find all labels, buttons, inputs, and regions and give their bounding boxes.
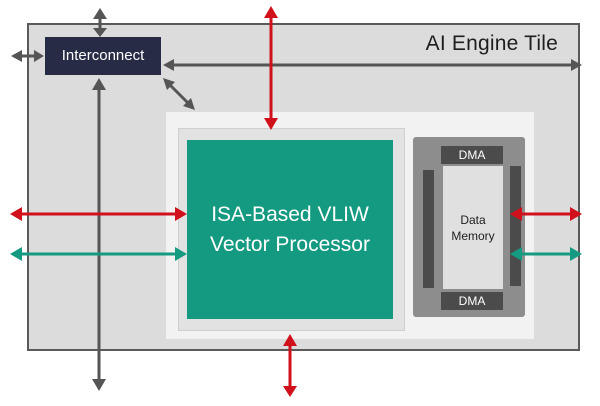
interconnect-block: Interconnect: [45, 37, 161, 75]
processor-label-line-2: Vector Processor: [210, 232, 370, 256]
memory-label-line-1: Data: [460, 212, 486, 227]
dma-bottom-block: DMA: [441, 292, 503, 310]
memory-label-line-2: Memory: [451, 228, 495, 243]
tile-title: AI Engine Tile: [425, 32, 558, 55]
dma-top-block: DMA: [441, 146, 503, 164]
data-memory-block: Data Memory: [443, 166, 503, 289]
processor-label-line-1: ISA-Based VLIW: [211, 202, 369, 226]
memory-bank-bar-right: [510, 166, 521, 286]
memory-bank-bar-left: [423, 170, 434, 288]
vector-processor-block: ISA-Based VLIW Vector Processor: [187, 140, 393, 319]
